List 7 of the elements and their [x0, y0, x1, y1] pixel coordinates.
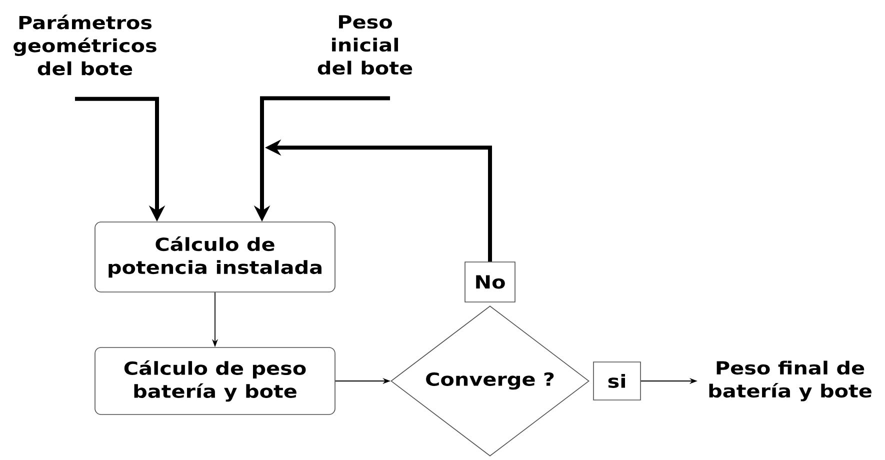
- flow-text: Parámetros geométricos del bote: [14, 14, 156, 76]
- flow-text: Peso inicial del bote: [318, 15, 412, 75]
- answer-box: si: [593, 362, 641, 400]
- flow-text: Peso final de batería y bote: [709, 360, 872, 402]
- process-box: Cálculo de peso batería y bote: [94, 347, 336, 415]
- answer-box: No: [464, 262, 516, 302]
- process-box: Cálculo de potencia instalada: [94, 222, 336, 292]
